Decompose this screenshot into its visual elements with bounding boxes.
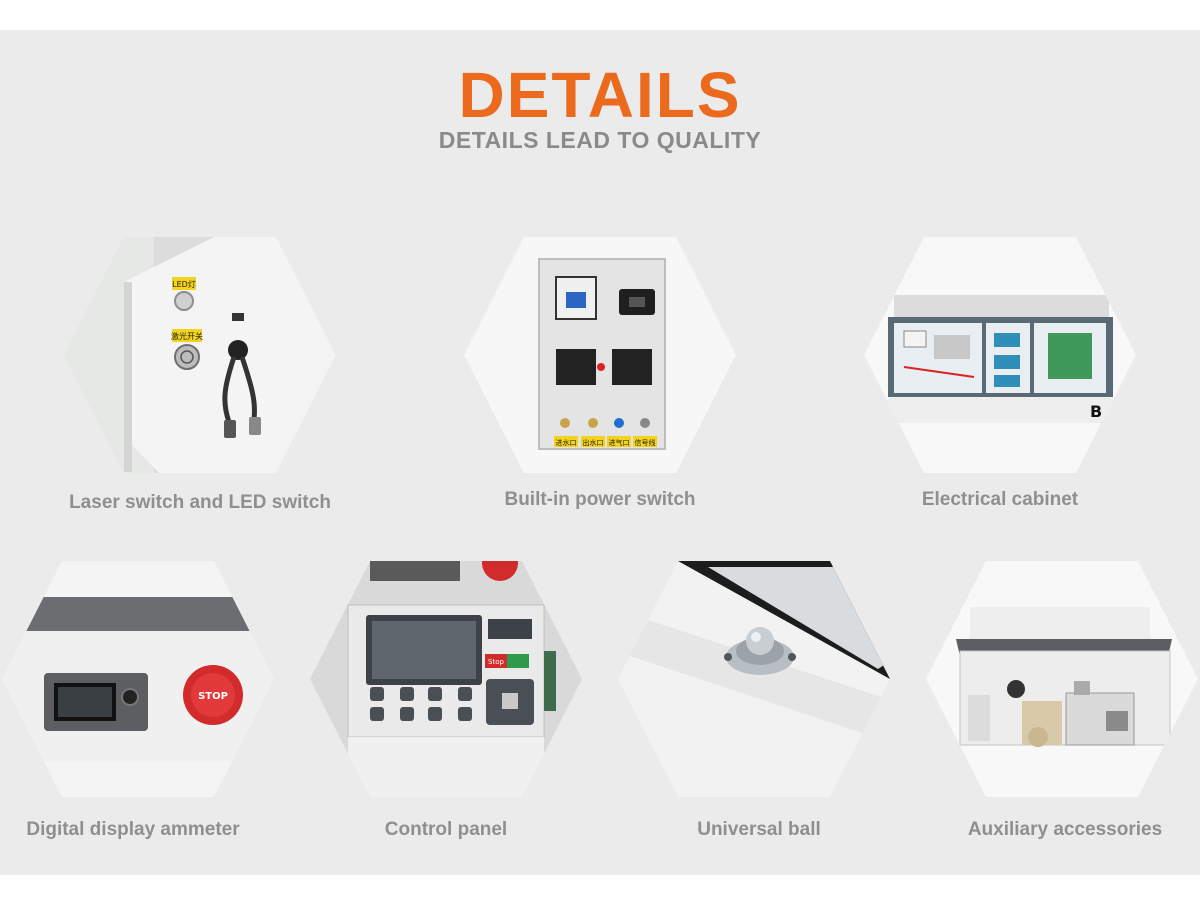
detail-image-universal-ball (618, 561, 890, 797)
label-water-in: 进水口 (556, 438, 577, 447)
detail-image-electrical-cabinet: B (864, 237, 1136, 473)
caption-auxiliary-accessories: Auxiliary accessories (967, 819, 1163, 840)
detail-image-laser-switch: LED灯 激光开关 (64, 237, 336, 473)
page-title: DETAILS (458, 59, 742, 131)
detail-image-control-panel: Stop (310, 561, 582, 797)
label-led: LED灯 (172, 279, 196, 289)
caption-laser-switch: Laser switch and LED switch (69, 492, 331, 513)
caption-power-switch: Built-in power switch (504, 489, 696, 510)
caption-universal-ball: Universal ball (697, 819, 821, 840)
label-signal: 信号线 (635, 438, 656, 447)
svg-text:B: B (1090, 402, 1102, 421)
label-water-out: 出水口 (583, 438, 604, 447)
label-air-in: 进气口 (609, 438, 630, 447)
label-stop: STOP (198, 691, 228, 702)
label-laser-switch: 激光开关 (171, 331, 203, 341)
caption-control-panel: Control panel (384, 819, 508, 840)
detail-image-digital-ammeter: STOP (2, 561, 274, 797)
caption-digital-ammeter: Digital display ammeter (26, 819, 240, 840)
page-subtitle: DETAILS LEAD TO QUALITY (438, 127, 762, 153)
caption-electrical-cabinet: Electrical cabinet (921, 489, 1079, 510)
detail-image-power-switch: 进水口 出水口 进气口 信号线 (464, 237, 736, 473)
label-stop-key: Stop (488, 658, 504, 666)
detail-image-auxiliary-accessories (926, 561, 1198, 797)
